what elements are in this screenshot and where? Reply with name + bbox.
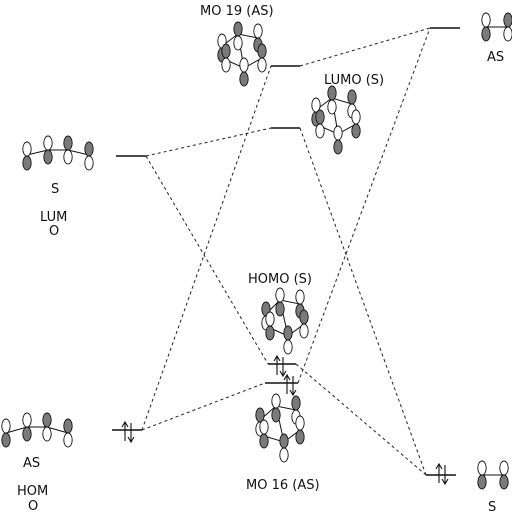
orbital-mo19-icon xyxy=(217,21,267,87)
electron-pair-left-homo-icon xyxy=(121,421,135,443)
label-left-hom-line2: O xyxy=(28,499,38,514)
corr-left-homo-to-mo19 xyxy=(141,65,272,431)
electron-pair-mo16-icon xyxy=(283,374,297,396)
corr-mo19-to-right-as xyxy=(299,27,431,67)
orbital-left-as-icon xyxy=(1,412,73,448)
corr-lumo-s-to-right-s xyxy=(299,127,427,476)
label-homo-s: HOMO (S) xyxy=(248,272,312,287)
label-right-as: AS xyxy=(487,50,504,65)
label-left-lum-line1: LUM xyxy=(40,210,67,225)
label-mo19: MO 19 (AS) xyxy=(200,4,274,19)
electron-pair-right-s-icon xyxy=(435,463,449,485)
orbital-lumo-s-icon xyxy=(311,85,361,155)
orbital-homo-s-icon xyxy=(261,287,309,355)
orbital-right-as-icon xyxy=(481,12,512,42)
label-left-s: S xyxy=(51,182,59,197)
corr-homo-s-to-right-s xyxy=(295,363,427,476)
label-left-as: AS xyxy=(23,456,40,471)
label-right-s: S xyxy=(488,500,496,514)
label-lumo-s: LUMO (S) xyxy=(324,73,384,88)
label-left-lum-line2: O xyxy=(49,224,59,239)
label-mo16: MO 16 (AS) xyxy=(246,478,320,493)
orbital-mo16-icon xyxy=(255,393,305,463)
orbital-left-s-icon xyxy=(22,135,94,171)
electron-pair-homo-s-icon xyxy=(273,355,287,377)
corr-left-lumo-to-homo-s xyxy=(145,155,269,365)
corr-left-homo-to-mo16 xyxy=(141,382,266,431)
orbital-right-s-icon xyxy=(477,460,509,490)
label-left-hom-line1: HOM xyxy=(17,484,48,499)
corr-left-lumo-to-lumo-s xyxy=(145,127,272,157)
